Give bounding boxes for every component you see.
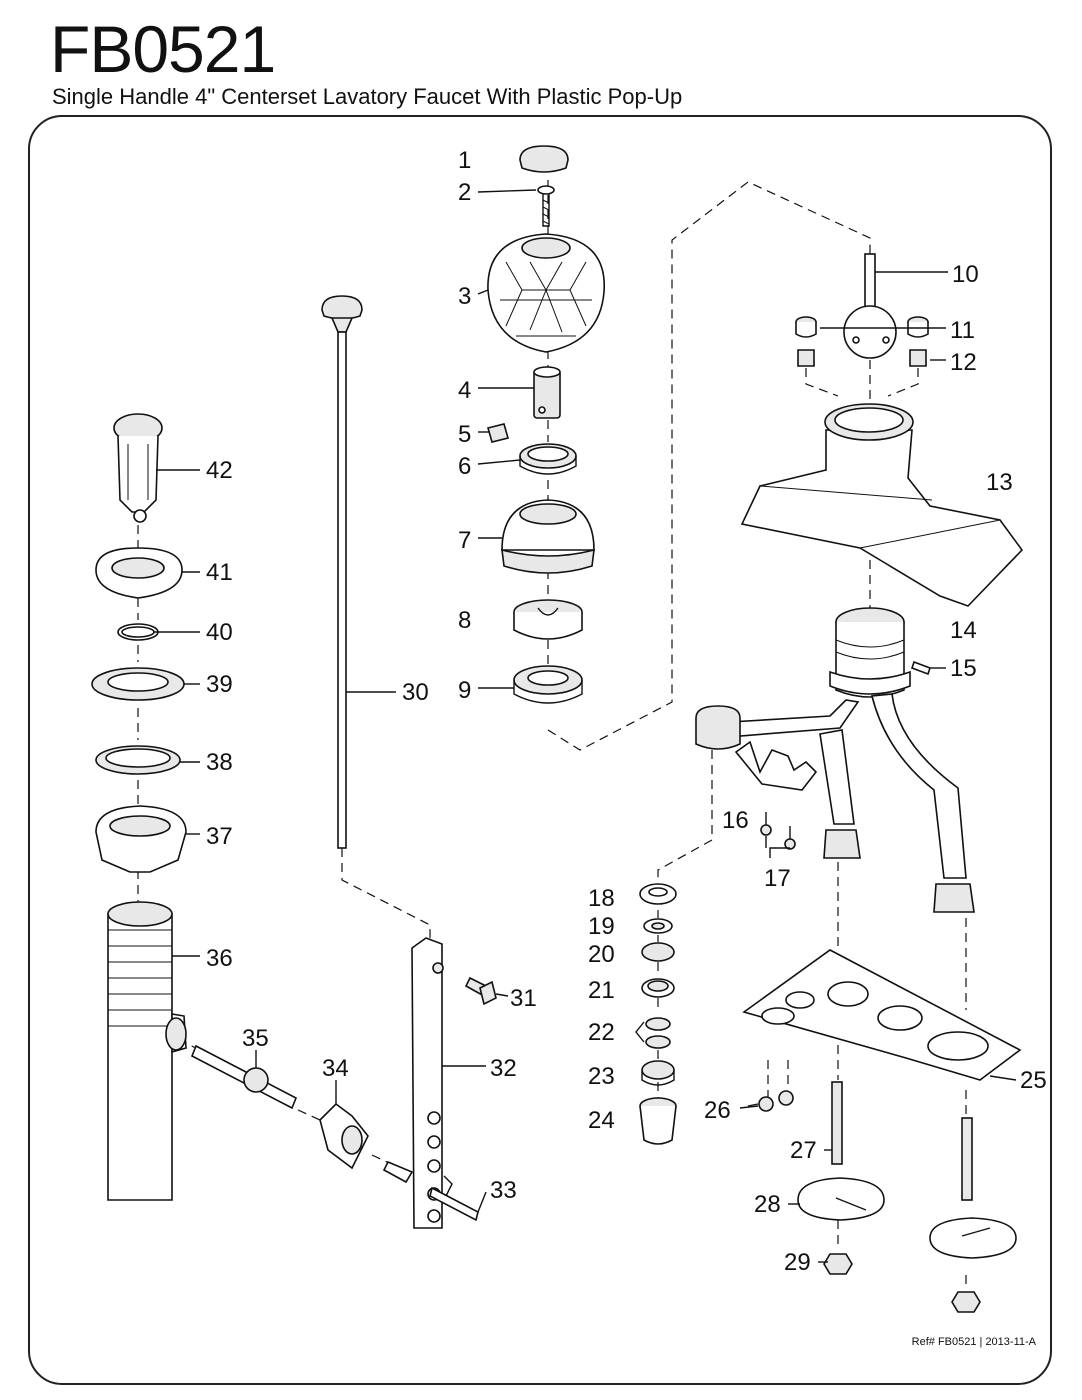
waterway-tubes [695,693,975,913]
part-label: 11 [950,317,975,344]
model-number: FB0521 [50,12,276,86]
part-label: 23 [588,1063,615,1090]
part-label: 24 [588,1107,615,1134]
part-label: 36 [206,945,233,972]
part-label: 38 [206,749,233,776]
part-29-nuts [823,1253,981,1313]
part-10-ball [843,253,897,359]
part-label: 8 [458,607,471,634]
part-label: 32 [490,1055,517,1082]
part-28-washers [797,1177,1017,1259]
part-label: 35 [242,1025,269,1052]
part-31-thumb-screw [464,976,497,1006]
part-39-gasket [91,667,185,701]
part-6-retaining-nut [519,443,577,475]
diagram-frame [28,115,1052,1385]
part-19-washer [643,918,673,934]
part-label: 1 [458,147,471,174]
part-label: 30 [402,679,429,706]
part-7-dome-cap [501,499,595,574]
part-label: 40 [206,619,233,646]
part-label: 17 [764,865,791,892]
part-20-screen [641,942,675,962]
part-3-handle [487,233,605,353]
part-13-faucet-body [740,403,1024,607]
part-42-stopper [113,413,163,523]
leader-lines [154,189,1017,1263]
part-label: 22 [588,1019,615,1046]
part-40-o-ring [117,623,159,641]
part-11-seal [795,316,929,338]
part-32-strap [411,937,444,1229]
part-27-threaded-rods [831,1081,973,1201]
part-33-clip [429,1175,479,1222]
part-label: 20 [588,941,615,968]
product-description: Single Handle 4" Centerset Lavatory Fauc… [52,84,683,109]
part-label: 10 [952,261,979,288]
part-12-spring [797,349,927,367]
part-label: 9 [458,677,471,704]
part-label: 29 [784,1249,811,1276]
part-label: 5 [458,421,471,448]
part-24-aerator-housing [639,1097,677,1145]
part-2-screw [537,185,555,227]
part-label: 16 [722,807,749,834]
part-26-screws [747,1090,794,1112]
part-label: 12 [950,349,977,376]
part-41-drain-flange [95,547,183,599]
part-21-ring [641,978,675,998]
part-label: 42 [206,457,233,484]
part-8-cartridge [513,599,583,640]
part-label: 39 [206,671,233,698]
part-35-pivot-rod [190,1044,414,1184]
part-15-pin [910,660,932,676]
part-22-screens [635,1017,671,1049]
part-14-valve-body [829,607,911,698]
part-label: 26 [704,1097,731,1124]
part-9-seat [513,665,583,704]
part-38-washer [95,745,181,775]
part-25-gasket-plate [742,949,1022,1081]
part-34-pivot-nut [319,1102,369,1170]
part-17-screws [760,812,796,850]
part-label: 31 [510,985,537,1012]
part-label: 34 [322,1055,349,1082]
part-5-set-screw [487,423,509,443]
part-37-drain-flange-nut [95,805,187,873]
part-16-clip [734,740,818,791]
part-label: 33 [490,1177,517,1204]
part-label: 28 [754,1191,781,1218]
part-18-washer [639,883,677,905]
part-label: 27 [790,1137,817,1164]
part-label: 15 [950,655,977,682]
part-label: 6 [458,453,471,480]
reference-code: Ref# FB0521 | 2013-11-A [911,1336,1036,1348]
part-label: 37 [206,823,233,850]
part-label: 2 [458,179,471,206]
part-label: 3 [458,283,471,310]
part-label: 19 [588,913,615,940]
part-1-cap [519,145,569,173]
part-label: 4 [458,377,471,404]
part-number-labels: 1 2 3 4 5 6 7 8 9 10 11 12 13 14 15 16 1… [206,147,1047,1276]
part-label: 25 [1020,1067,1047,1094]
part-label: 41 [206,559,233,586]
part-label: 14 [950,617,977,644]
part-label: 13 [986,469,1013,496]
part-label: 7 [458,527,471,554]
part-4-adapter [533,366,561,419]
part-label: 18 [588,885,615,912]
part-label: 21 [588,977,615,1004]
part-36-drain-body [107,901,187,1201]
part-23-insert [641,1060,675,1086]
part-30-lift-rod [321,295,363,849]
